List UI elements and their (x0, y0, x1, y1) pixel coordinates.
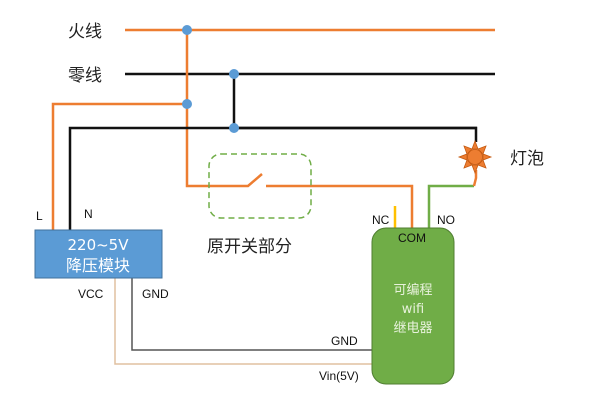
junction-neutral-bottom (229, 123, 239, 133)
pin-VCC-label: VCC (78, 287, 104, 301)
switch-to-com-wire (266, 184, 414, 234)
pin-NC-label: NC (372, 213, 390, 227)
no-to-lamp-wire (427, 184, 474, 234)
pin-L-label: L (36, 209, 43, 223)
lamp-label: 灯泡 (510, 149, 544, 169)
junction-live-top (182, 25, 192, 35)
relay-line1: 可编程 (393, 283, 432, 298)
pin-N-label: N (84, 207, 93, 221)
pin-COM-label: COM (398, 231, 426, 245)
step-down-module (34, 229, 163, 279)
pin-GND-relay-label: GND (331, 334, 358, 348)
pin-GND-module-label: GND (142, 287, 169, 301)
gnd-wire (131, 278, 372, 351)
lamp-icon (457, 139, 493, 175)
neutral-to-module-wire (68, 126, 477, 232)
neutral-to-lamp-wire (234, 126, 478, 142)
junction-neutral-top (229, 69, 239, 79)
module-line1: 220~5V (67, 236, 129, 254)
pin-Vin-label: Vin(5V) (319, 369, 359, 383)
pin-NO-label: NO (437, 213, 455, 227)
module-line2: 降压模块 (66, 256, 130, 275)
junction-live-module (182, 99, 192, 109)
wifi-relay (371, 227, 455, 385)
relay-line3: 继电器 (393, 321, 432, 336)
vcc-wire (114, 278, 372, 365)
lamp-lead-wire (472, 170, 478, 187)
original-switch-box (208, 153, 312, 219)
live-wire-label: 火线 (68, 22, 102, 42)
neutral-wire-label: 零线 (68, 66, 102, 86)
live-to-module-wire (51, 102, 187, 232)
original-switch-label: 原开关部分 (207, 237, 292, 257)
relay-line2: wifi (402, 302, 424, 317)
live-to-switch-wire (185, 30, 263, 188)
